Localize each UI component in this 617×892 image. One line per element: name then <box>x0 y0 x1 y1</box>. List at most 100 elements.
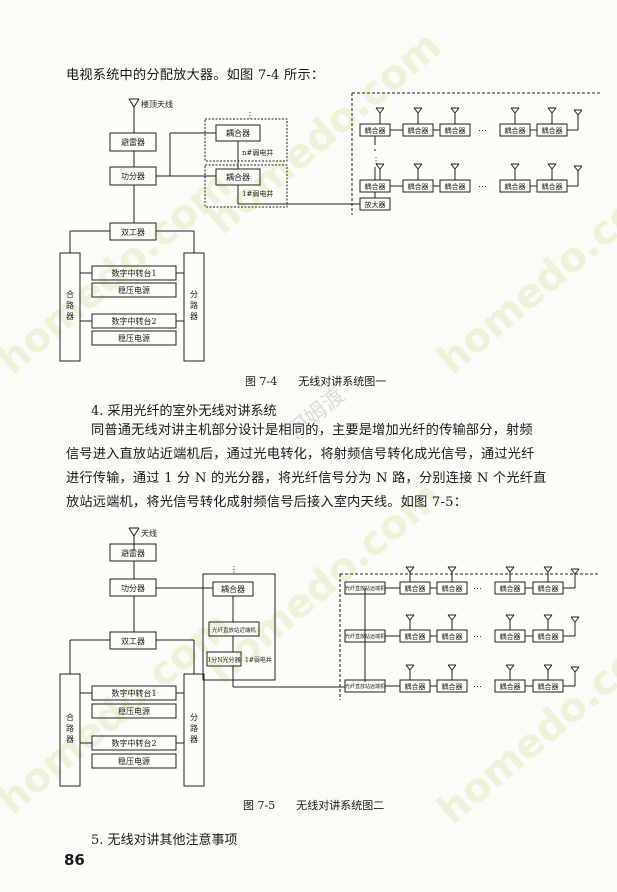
caption-number: 图 7-4 <box>245 375 278 388</box>
remote-unit-label: 光纤直放站远端机 <box>345 585 385 592</box>
ellipsis: ⋯ <box>473 584 482 594</box>
coupler-label: 耦合器 <box>405 682 426 691</box>
psu-box <box>91 703 177 719</box>
arrester-box <box>109 543 157 562</box>
amplifier-box <box>359 197 391 211</box>
combiner-box <box>59 673 81 787</box>
psu-label: 稳压电源 <box>118 706 150 716</box>
coupler-label: 耦合器 <box>445 126 466 135</box>
intro-line: 电视系统中的分配放大器。如图 7-4 所示： <box>66 68 325 83</box>
coupler-label: 耦合器 <box>445 182 466 191</box>
antenna-label: 楼顶天线 <box>141 99 173 109</box>
antenna-icon <box>128 98 140 133</box>
remote-unit-label: 光纤直放站远端机 <box>345 683 385 690</box>
shaft-n-frame <box>204 118 288 162</box>
section-4-line: 放站远端机，将光信号转化成射频信号后接入室内天线。如图 7-5： <box>66 495 468 510</box>
coupler-label: 耦合器 <box>365 182 386 191</box>
vdots: ⋮ <box>372 156 380 165</box>
caption-text: 无线对讲系统图一 <box>298 375 387 388</box>
figure-7-4-caption: 图 7-4 无线对讲系统图一 <box>245 373 386 389</box>
coupler-label: 耦合器 <box>538 584 559 593</box>
ellipsis: ⋯ <box>478 126 487 136</box>
section-4-line: 同普通无线对讲主机部分设计是相同的，主要是增加光纤的传输部分，射频 <box>91 423 533 438</box>
optical-splitter-label: 1分N光分器 <box>207 656 240 664</box>
arrester-box <box>109 132 157 152</box>
remote-unit-label: 光纤直放站远端机 <box>345 633 385 640</box>
coupler-label: 耦合器 <box>405 584 426 593</box>
antenna-label: 天线 <box>141 528 157 538</box>
antenna-icon <box>405 566 580 582</box>
psu-box <box>91 330 177 346</box>
shaft-1-frame <box>204 164 288 208</box>
section-4-line: 进行传输，通过 1 分 N 的光分器，将光纤信号分为 N 路，分别连接 N 个光… <box>66 471 547 486</box>
coupler-label: 耦合器 <box>442 584 463 593</box>
figure-7-5: 天线 避雷器 功分器 ⋮ 耦合器 光纤直放站近端机 1分N光分器 1#弱电井 光… <box>59 527 600 787</box>
coupler-label: 耦合器 <box>500 682 521 691</box>
antenna-icon <box>405 614 580 630</box>
shaft-label: 1#弱电井 <box>245 656 272 664</box>
duplexer-label: 双工器 <box>121 637 145 646</box>
psu-box <box>91 753 177 769</box>
combiner-box <box>59 252 81 362</box>
coupler-label: 耦合器 <box>408 182 429 191</box>
antenna-icon <box>405 664 580 680</box>
caption-number: 图 7-5 <box>243 799 276 812</box>
page-number: 86 <box>64 851 85 869</box>
coupler-label: 耦合器 <box>505 182 526 191</box>
coupler-label: 耦合器 <box>538 682 559 691</box>
svg-text:⋮: ⋮ <box>230 565 238 574</box>
duplexer-label: 双工器 <box>121 228 145 237</box>
power-splitter-label: 功分器 <box>121 583 145 593</box>
repeater-1-label: 数字中转台1 <box>111 268 156 278</box>
ellipsis: ⋯ <box>473 632 482 642</box>
antenna-icon <box>375 107 583 124</box>
divider-label: 分路器 <box>190 713 198 744</box>
psu-box <box>91 282 177 298</box>
caption-text: 无线对讲系统图二 <box>296 799 385 812</box>
combiner-label: 合路器 <box>66 289 74 321</box>
coupler-label: 耦合器 <box>542 126 563 135</box>
coupler-label: 耦合器 <box>442 632 463 641</box>
coupler-label: 耦合器 <box>500 584 521 593</box>
figure-7-5-caption: 图 7-5 无线对讲系统图二 <box>243 797 384 813</box>
figure-7-4: 楼顶天线 避雷器 功分器 ⋮ 耦合器 n#弱电井 耦合器 1#弱电井 <box>59 92 600 362</box>
coupler-label: 耦合器 <box>500 632 521 641</box>
shaft-frame <box>202 573 276 681</box>
power-splitter-label: 功分器 <box>121 171 145 181</box>
ellipsis: ⋯ <box>478 182 487 192</box>
coupler-label: 耦合器 <box>405 632 426 641</box>
coupler-label: 耦合器 <box>542 182 563 191</box>
psu-label: 稳压电源 <box>118 285 150 295</box>
coupler-label: 耦合器 <box>221 584 245 594</box>
psu-label: 稳压电源 <box>118 333 150 343</box>
near-unit-box <box>208 621 260 637</box>
combiner-char: 合 <box>66 289 74 299</box>
divider-box <box>183 252 205 362</box>
repeater-2-label: 数字中转台2 <box>111 738 156 748</box>
amplifier-label: 放大器 <box>365 200 386 209</box>
divider-box <box>183 673 205 787</box>
remote-row: 光纤直放站远端机 耦合器 耦合器 ⋯ 耦合器 耦合器 <box>344 566 580 595</box>
coupler-label: 耦合器 <box>442 682 463 691</box>
coupler-label: 耦合器 <box>226 128 250 138</box>
remote-row: 光纤直放站远端机 耦合器 耦合器 ⋯ 耦合器 耦合器 <box>344 614 580 643</box>
coupler-label: 耦合器 <box>226 172 250 182</box>
repeater-1-label: 数字中转台1 <box>111 688 156 698</box>
coupler-label: 耦合器 <box>408 126 429 135</box>
near-unit-label: 光纤直放站近端机 <box>212 626 257 634</box>
remote-row: 光纤直放站远端机 耦合器 耦合器 ⋯ 耦合器 耦合器 <box>344 664 580 693</box>
section-5-heading: 5. 无线对讲其他注意事项 <box>91 833 238 848</box>
coupler-label: 耦合器 <box>365 126 386 135</box>
repeater-2-label: 数字中转台2 <box>111 316 156 326</box>
psu-label: 稳压电源 <box>118 756 150 766</box>
vdots: ⋮ <box>246 111 254 120</box>
arrester-label: 避雷器 <box>121 137 145 147</box>
arrester-label: 避雷器 <box>121 548 145 558</box>
ellipsis: ⋯ <box>473 682 482 692</box>
divider-label: 分路器 <box>190 290 198 321</box>
optical-splitter-box <box>206 651 242 667</box>
coupler-label: 耦合器 <box>538 632 559 641</box>
section-4-heading: 4. 采用光纤的室外无线对讲系统 <box>91 404 277 419</box>
antenna-icon <box>375 163 583 180</box>
